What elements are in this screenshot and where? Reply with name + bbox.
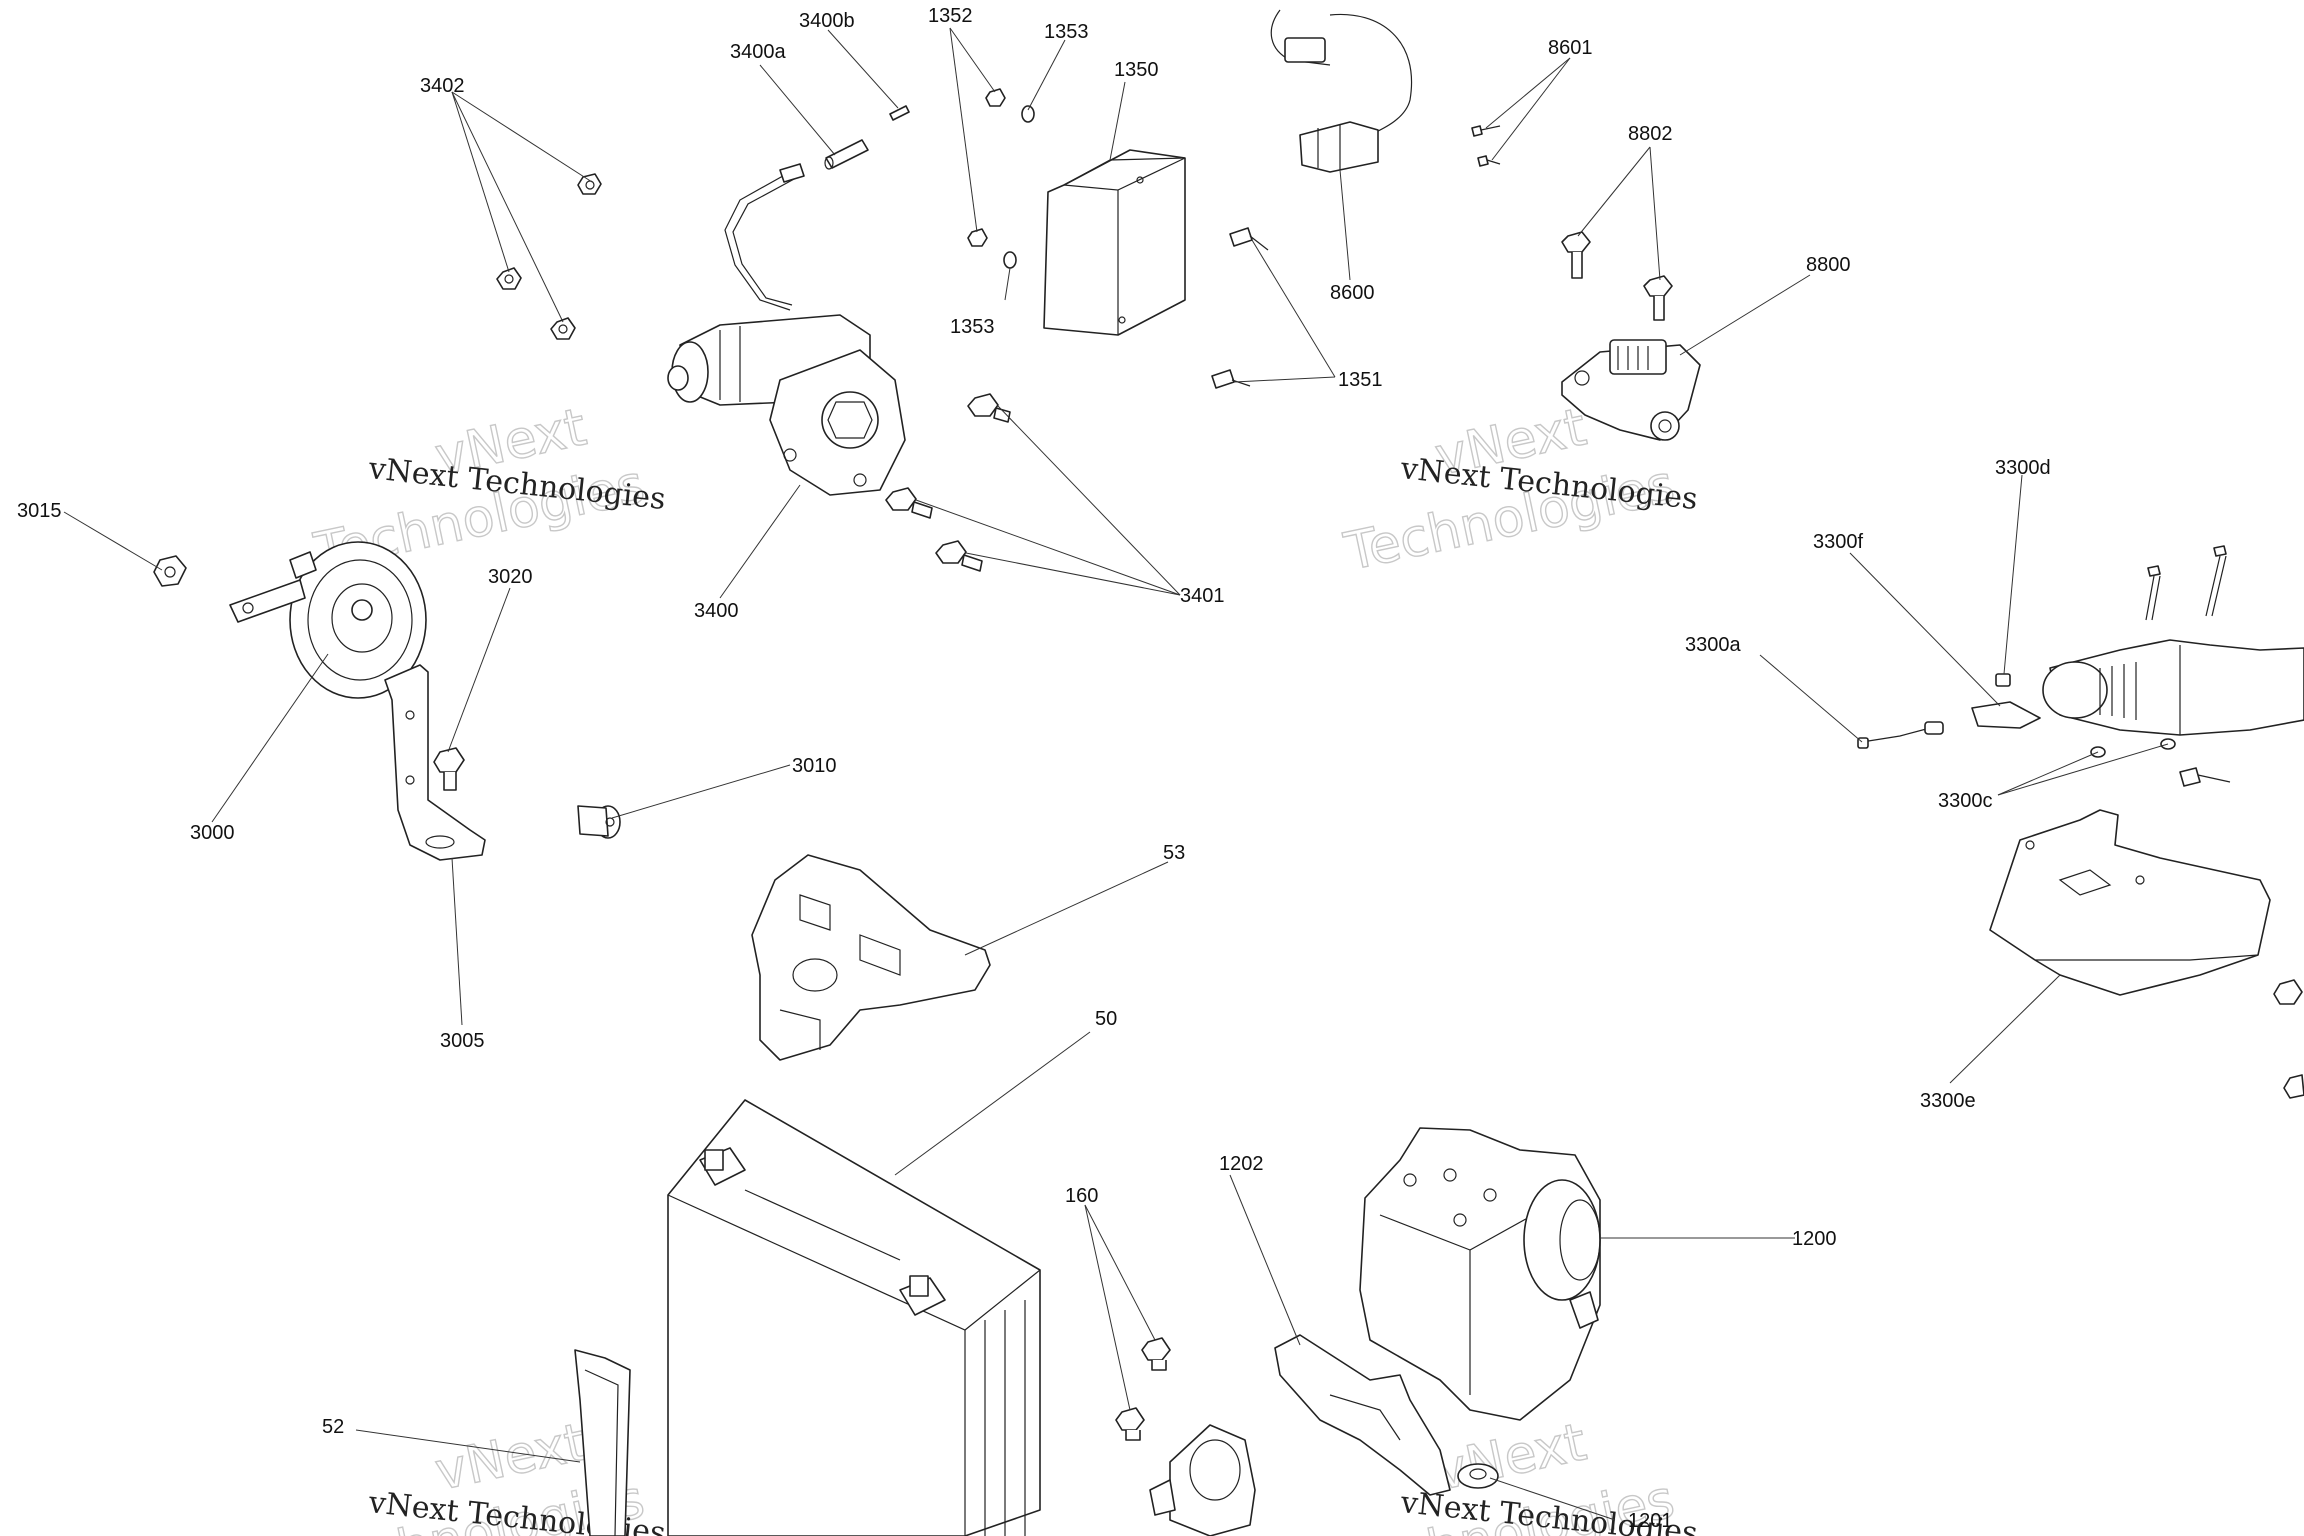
callout-3402: 3402 [420,75,465,97]
watermark-outline-line1: vNext [1430,1412,1591,1502]
bolt-3300-long [2145,545,2227,621]
callout-8601: 8601 [1548,37,1593,59]
callout-1202: 1202 [1219,1153,1264,1175]
screw-8601 [1471,125,1501,167]
callout-8800: 8800 [1806,254,1851,276]
screw-1351 [1211,227,1269,389]
leader-lines [63,27,2169,1521]
callout-3300a: 3300a [1685,634,1741,656]
callout-8802: 8802 [1628,123,1673,145]
callout-8600: 8600 [1330,282,1375,304]
callout-3300f: 3300f [1813,531,1863,553]
callout-1350: 1350 [1114,59,1159,81]
callout-3300c: 3300c [1938,790,1993,812]
callout-1352: 1352 [928,5,973,27]
callout-3005: 3005 [440,1030,485,1052]
callout-52: 52 [322,1416,344,1438]
callout-3300e: 3300e [1920,1090,1976,1112]
callout-53: 53 [1163,842,1185,864]
harness-8600 [1270,9,1413,173]
sensor-3300a [1857,721,1944,749]
callout-160: 160 [1065,1185,1098,1207]
actuator-3300 [2042,639,2304,736]
callout-1353-top: 1353 [1044,21,1089,43]
bolt-8802 [1561,231,1673,321]
screw-3300-right [2179,767,2231,787]
callout-3300d: 3300d [1995,457,2051,479]
sensor-8800 [1561,339,1701,441]
callout-3401: 3401 [1180,585,1225,607]
strap-52 [574,1349,631,1536]
module-1350 [1043,149,1186,336]
bracket-53 [751,854,991,1061]
callout-3010: 3010 [792,755,837,777]
bracket-3300e [1989,809,2271,996]
callout-3400a: 3400a [730,41,786,63]
callout-3000: 3000 [190,822,235,844]
nut-3300-right [2273,979,2304,1099]
bracket-1202 [1274,1334,1451,1496]
bolt-3020 [433,747,465,791]
nut-1352 [967,88,1006,247]
bolt-160 [1115,1337,1171,1441]
callout-3400: 3400 [694,600,739,622]
callout-50: 50 [1095,1008,1117,1030]
callout-3015: 3015 [17,500,62,522]
callout-3020: 3020 [488,566,533,588]
callout-1201: 1201 [1628,1510,1673,1532]
washer-1353 [1003,105,1035,269]
pin-3400a [824,139,869,170]
callout-labels: 3402 3400a 3400b 1352 1353 1350 8601 880… [17,5,2051,1532]
bracket-3005 [384,664,486,861]
washer-1201 [1457,1463,1499,1489]
callout-1353-bottom: 1353 [950,316,995,338]
nut-3015 [153,555,187,587]
motor-3400 [667,163,906,496]
abs-unit-1200 [1359,1127,1601,1421]
screw-3010 [577,805,621,839]
pin-3400b [889,105,910,121]
bolt-3401 [885,393,1011,572]
callout-1351: 1351 [1338,369,1383,391]
relay-160 [1149,1424,1256,1536]
nut-3402 [496,173,602,340]
callout-3400b: 3400b [799,10,855,32]
callout-1200: 1200 [1792,1228,1837,1250]
clip-3300f [1971,701,2041,729]
battery-50 [667,1099,1041,1536]
clip-3300d [1995,673,2011,687]
